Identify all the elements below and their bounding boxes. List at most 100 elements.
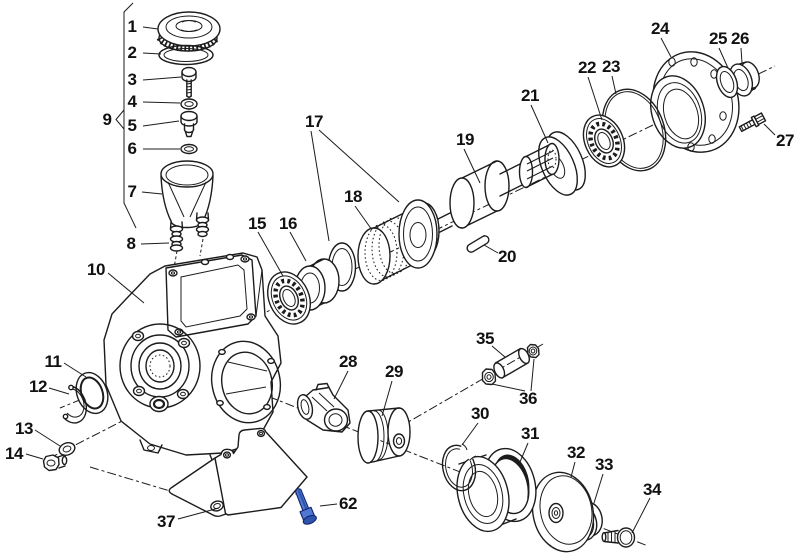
callout-62[interactable]: 62 <box>339 494 357 513</box>
callout-29[interactable]: 29 <box>385 362 403 381</box>
leader-36b <box>530 358 535 392</box>
part-32-diaphragm <box>531 471 595 553</box>
leader-7 <box>141 191 163 195</box>
callout-6[interactable]: 6 <box>127 139 137 158</box>
callout-2[interactable]: 2 <box>127 43 137 62</box>
callout-15[interactable]: 15 <box>248 214 266 233</box>
leader-12 <box>48 387 70 395</box>
part-37-guard-plate <box>168 427 308 518</box>
callout-11[interactable]: 11 <box>44 352 62 371</box>
axis-grommet-right <box>199 238 204 257</box>
leader-20 <box>483 244 499 254</box>
callout-18[interactable]: 18 <box>344 187 362 206</box>
part-22-ball-bearing <box>582 114 626 168</box>
leader-17a <box>310 130 330 242</box>
callout-27[interactable]: 27 <box>776 131 794 150</box>
leader-23 <box>611 75 617 95</box>
callout-17[interactable]: 17 <box>305 112 323 131</box>
part-13-washer <box>58 442 76 456</box>
part-35-pin <box>493 347 531 379</box>
part-34-bolt <box>601 527 636 548</box>
leader-18 <box>354 205 373 231</box>
leader-29 <box>381 380 393 417</box>
leader-8 <box>140 242 170 245</box>
part-31-cylinder-sleeve <box>456 447 537 533</box>
callout-26[interactable]: 26 <box>731 29 749 48</box>
callout-23[interactable]: 23 <box>602 57 620 76</box>
callout-37[interactable]: 37 <box>157 512 175 531</box>
axis-guard-lip <box>89 466 171 492</box>
part-30-retaining-ring <box>441 441 479 492</box>
leader-34 <box>631 497 651 534</box>
part-27-bolt <box>738 112 767 133</box>
callout-5[interactable]: 5 <box>127 116 137 135</box>
leader-32 <box>570 461 576 478</box>
leader-13 <box>34 429 61 447</box>
leader-15 <box>257 231 284 277</box>
leader-lines <box>25 26 776 534</box>
callout-20[interactable]: 20 <box>498 247 516 266</box>
leader-21 <box>530 104 549 144</box>
leader-3 <box>142 76 182 81</box>
callout-25[interactable]: 25 <box>709 29 727 48</box>
leader-24 <box>660 37 672 58</box>
leader-19 <box>463 148 481 184</box>
part-8-grommets <box>169 216 210 252</box>
callout-22[interactable]: 22 <box>578 58 596 77</box>
leader-33 <box>593 473 604 504</box>
group-9-bracket <box>115 2 137 229</box>
part-6-seal-ring <box>180 143 198 155</box>
callout-19[interactable]: 19 <box>456 130 474 149</box>
callout-13[interactable]: 13 <box>15 419 33 438</box>
leader-30 <box>461 422 479 446</box>
leader-1 <box>142 26 159 30</box>
callout-10[interactable]: 10 <box>87 260 105 279</box>
leader-22 <box>587 76 603 121</box>
leader-26 <box>740 47 743 64</box>
callout-33[interactable]: 33 <box>595 455 613 474</box>
axis-wrist-pin <box>397 343 544 429</box>
leader-5 <box>142 120 180 127</box>
leader-11 <box>63 362 87 378</box>
callout-16[interactable]: 16 <box>279 214 297 233</box>
callout-4[interactable]: 4 <box>127 92 137 111</box>
callout-8[interactable]: 8 <box>126 234 136 253</box>
part-10-crankcase <box>103 252 282 463</box>
callout-21[interactable]: 21 <box>521 86 539 105</box>
axis-plug <box>45 415 133 461</box>
callout-34[interactable]: 34 <box>643 480 661 499</box>
callout-9[interactable]: 9 <box>102 110 112 129</box>
part-15-ball-bearing <box>266 271 312 325</box>
part-62-screw-highlighted[interactable] <box>294 488 318 526</box>
part-29-piston <box>357 407 411 464</box>
leader-31 <box>519 442 529 463</box>
callout-30[interactable]: 30 <box>471 404 489 423</box>
part-17-ring-rear <box>398 199 438 269</box>
leader-16 <box>289 231 307 262</box>
axis-grommet-left <box>173 250 178 269</box>
callout-31[interactable]: 31 <box>521 424 539 443</box>
callout-3[interactable]: 3 <box>127 70 137 89</box>
callout-36[interactable]: 36 <box>519 389 537 408</box>
leader-27 <box>763 123 776 136</box>
callout-14[interactable]: 14 <box>5 444 23 463</box>
callout-32[interactable]: 32 <box>567 443 585 462</box>
leader-25 <box>718 47 729 69</box>
callout-35[interactable]: 35 <box>476 329 494 348</box>
part-25-seal-ring <box>715 65 739 99</box>
callout-1[interactable]: 1 <box>127 17 137 36</box>
leader-37 <box>177 507 220 520</box>
callout-24[interactable]: 24 <box>651 19 669 38</box>
leader-17b <box>318 129 400 203</box>
part-4-washer <box>180 98 198 110</box>
leader-36a <box>491 383 526 392</box>
callout-12[interactable]: 12 <box>29 377 47 396</box>
part-28-con-rod-bracket <box>296 382 351 433</box>
callout-28[interactable]: 28 <box>339 352 357 371</box>
callout-7[interactable]: 7 <box>127 182 137 201</box>
part-36-nuts <box>481 343 540 386</box>
part-19-pump-shaft <box>423 142 560 241</box>
part-2-gasket <box>158 44 214 66</box>
part-5-valve-plug <box>180 110 198 138</box>
